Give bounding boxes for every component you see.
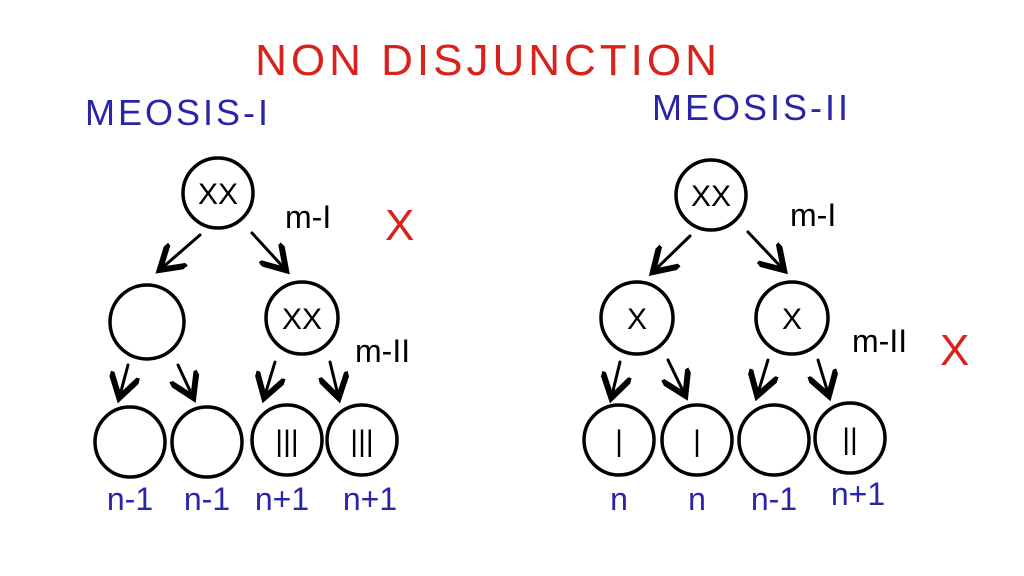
gamete-content: ||| [350,425,373,458]
arrow [120,363,128,395]
error-mark: X [385,201,414,250]
meiosis-1-heading: MEOSIS-I [85,92,271,133]
arrow [330,360,338,395]
arrow [655,234,692,270]
step2-label: m-II [852,323,907,359]
arrow [612,360,620,395]
error-mark: X [940,326,969,375]
mid-cell-content: XX [282,303,322,336]
mid-cell [599,280,675,356]
gamete-cell [582,403,656,477]
parent-cell-content: XX [198,178,238,211]
gamete-content: | [693,425,701,458]
gamete-cell [250,403,324,477]
diagram-title: NON DISJUNCTION [255,36,721,85]
gamete-cell [93,405,167,479]
parent-cell [181,156,255,230]
arrow [162,233,202,268]
gamete-content: | [615,425,623,458]
arrow [668,358,684,393]
meiosis-1-panel: MEOSIS-I XX m-I X XX m-II ||| ||| n-1 n-… [85,92,414,517]
parent-cell-content: XX [691,180,731,213]
arrow [746,230,782,268]
gamete-label: n+1 [255,481,309,517]
step2-label: m-II [355,333,410,369]
gamete-label: n-1 [751,481,797,517]
mid-cell [754,280,830,356]
meiosis-2-heading: MEOSIS-II [652,87,851,128]
gamete-label: n+1 [831,476,885,512]
gamete-content: ||| [275,425,298,458]
mid-cell [108,283,186,361]
gamete-cell [170,405,244,479]
gamete-label: n-1 [107,481,153,517]
arrow [250,231,284,268]
gamete-cell [813,401,887,475]
arrow [818,358,828,393]
gamete-content: || [842,423,858,456]
step1-label: m-I [285,199,331,235]
gamete-label: n [610,481,628,517]
gamete-label: n+1 [343,481,397,517]
meiosis-2-panel: MEOSIS-II XX m-I X X m-II X | | || n n n… [582,87,969,517]
parent-cell [674,158,748,232]
gamete-cell [325,403,399,477]
arrow [758,358,768,393]
mid-cell-content: X [627,303,647,336]
mid-cell [264,280,340,356]
mid-cell-content: X [782,303,802,336]
gamete-label: n [688,481,706,517]
step1-label: m-I [790,197,836,233]
arrow [265,360,275,395]
gamete-cell [660,403,734,477]
arrow [178,363,192,395]
gamete-cell [737,403,811,477]
gamete-label: n-1 [184,481,230,517]
